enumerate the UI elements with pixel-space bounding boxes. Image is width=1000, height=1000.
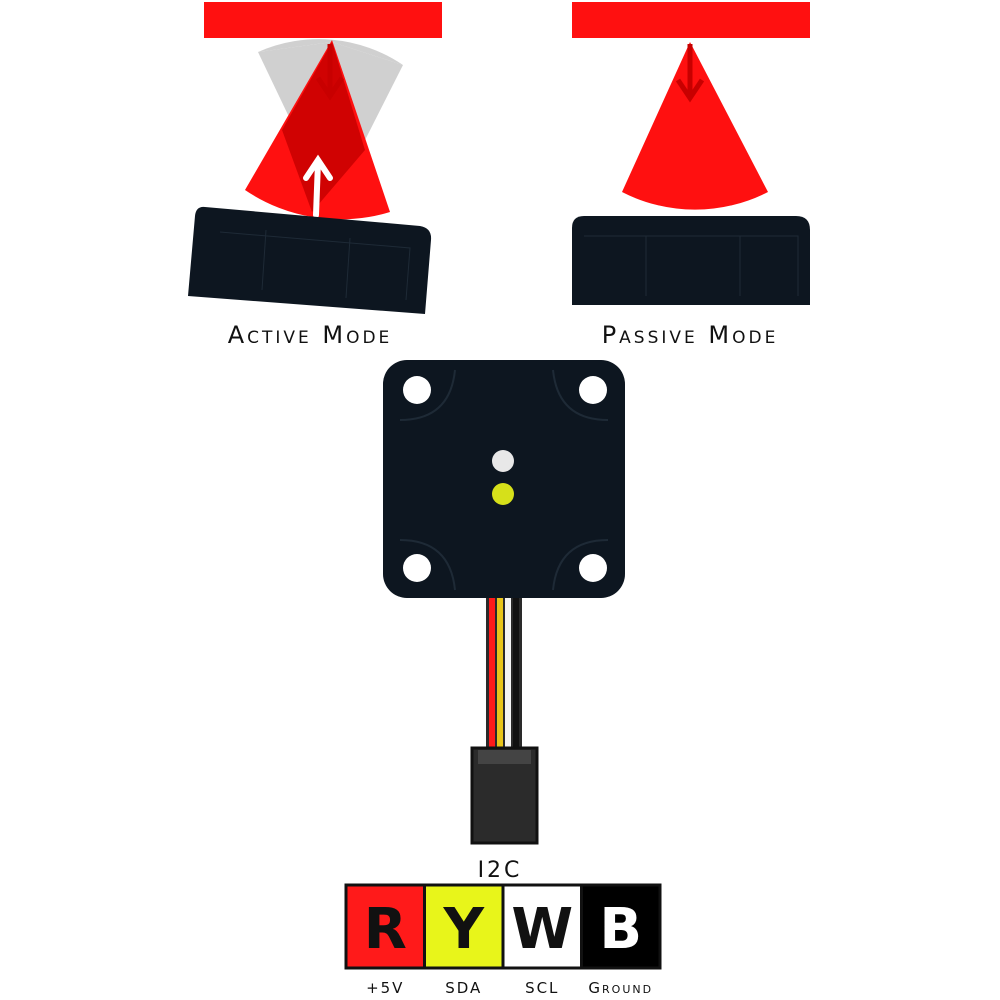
module-silkscreen xyxy=(399,369,609,591)
wire-red xyxy=(489,598,495,748)
led-white xyxy=(492,450,514,472)
mounting-hole xyxy=(579,376,607,404)
wire-black xyxy=(513,598,519,748)
pin-scl: W SCL xyxy=(501,883,583,997)
pin-letter: R xyxy=(364,897,407,962)
passive-target-surface xyxy=(572,2,810,38)
led-yellow xyxy=(492,483,514,505)
up-arrow-icon xyxy=(303,154,333,218)
connector-top xyxy=(478,750,531,764)
pin-color-swatch xyxy=(423,883,505,970)
mounting-hole xyxy=(403,554,431,582)
pin-letter: W xyxy=(511,897,573,962)
pin-5v: R +5V xyxy=(344,883,426,997)
active-reflected-cone xyxy=(258,39,403,65)
pinout-legend: I2C R +5V Y SDA W SCL B Ground xyxy=(344,858,662,997)
passive-mode-label: Passive Mode xyxy=(602,321,779,349)
pin-color-swatch xyxy=(580,883,662,970)
cable xyxy=(486,598,522,748)
passive-sensor-body xyxy=(572,216,810,305)
passive-reflection-cone xyxy=(622,42,768,210)
down-arrow-icon xyxy=(315,44,345,101)
active-overlap-region xyxy=(282,42,365,212)
active-sensor-outline xyxy=(219,229,411,301)
passive-mode-illustration: Passive Mode xyxy=(572,2,810,349)
pin-ground: B Ground xyxy=(580,883,662,997)
passive-sensor-outline xyxy=(584,235,799,296)
wire-yellow xyxy=(497,598,503,748)
mounting-hole xyxy=(403,376,431,404)
pin-function-label: +5V xyxy=(366,979,404,997)
wire-white xyxy=(505,598,511,748)
mounting-hole xyxy=(579,554,607,582)
pin-function-label: Ground xyxy=(588,979,653,997)
active-target-surface xyxy=(204,2,442,38)
pin-letter: B xyxy=(599,897,642,962)
pin-function-label: SCL xyxy=(525,979,559,997)
active-mode-label: Active Mode xyxy=(228,321,393,349)
pin-function-label: SDA xyxy=(445,979,482,997)
pin-sda: Y SDA xyxy=(423,883,505,997)
module-board xyxy=(383,360,625,598)
sensor-module xyxy=(383,360,625,845)
down-arrow-icon xyxy=(675,44,705,103)
active-sensor-body xyxy=(188,206,432,314)
protocol-label: I2C xyxy=(478,858,523,883)
active-mode-illustration: Active Mode xyxy=(188,2,442,349)
pin-letter: Y xyxy=(442,897,485,962)
